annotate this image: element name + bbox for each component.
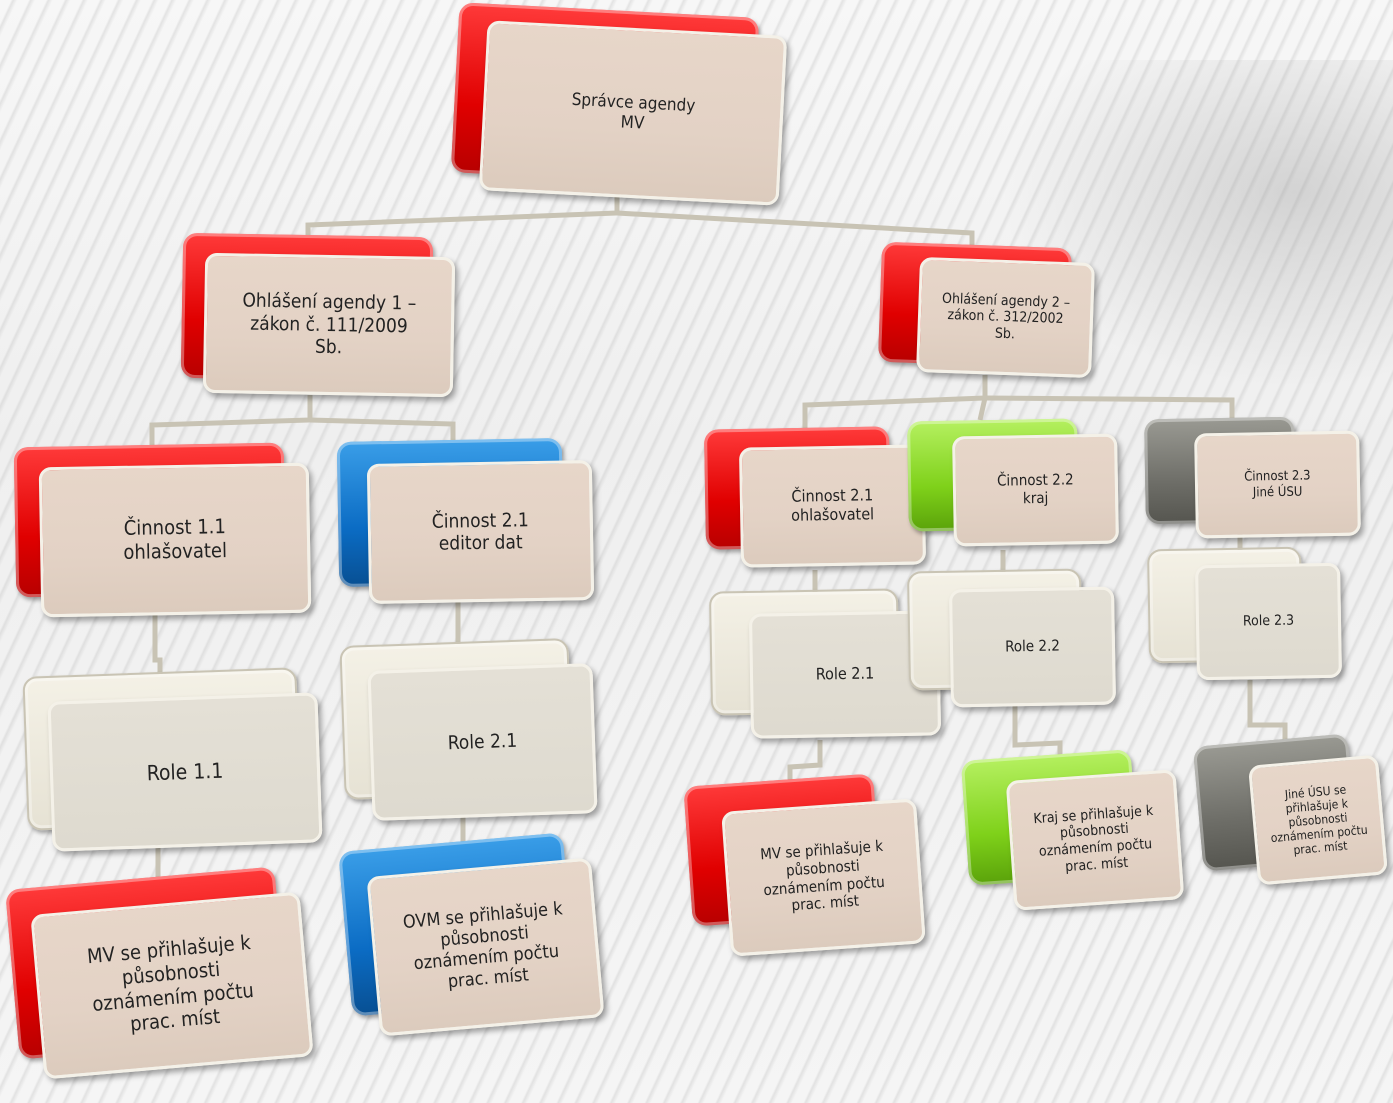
node-agenda-2-box: Ohlášení agendy 2 – zákon č. 312/2002 Sb…	[916, 256, 1095, 379]
node-agenda-2-label: Ohlášení agendy 2 – zákon č. 312/2002 Sb…	[941, 290, 1071, 343]
node-a1-activity-1-box: Činnost 1.1 ohlašovatel	[38, 462, 312, 618]
node-a1-leaf-2-label: OVM se přihlašuje k působnosti oznámením…	[402, 897, 564, 993]
node-a1-activity-2-box: Činnost 2.1 editor dat	[366, 460, 595, 604]
node-a2-role-1-label: Role 2.1	[815, 663, 875, 684]
node-root-label: Správce agendy MV	[571, 89, 696, 134]
node-a1-role-1-box: Role 1.1	[47, 692, 323, 852]
connector-a2	[802, 375, 988, 430]
node-a1-role-1-label: Role 1.1	[146, 758, 224, 785]
node-agenda-1-box: Ohlášení agendy 1 – zákon č. 111/2009 Sb…	[202, 252, 456, 398]
node-a2-activity-2-box: Činnost 2.2 kraj	[952, 433, 1119, 547]
node-a2-activity-3-box: Činnost 2.3 Jiné ÚSU	[1194, 430, 1361, 539]
node-a2-role-2-box: Role 2.2	[948, 586, 1117, 708]
node-a2-activity-1-label: Činnost 2.1 ohlašovatel	[791, 485, 875, 525]
connector-a1	[149, 395, 313, 450]
connector-a1-act1-role	[152, 615, 163, 680]
connector-a2-right	[984, 395, 1235, 420]
node-a2-leaf-2-box: Kraj se přihlašuje k působnosti oznámení…	[1005, 769, 1185, 911]
node-a2-activity-3-label: Činnost 2.3 Jiné ÚSU	[1244, 468, 1311, 500]
node-a1-role-2-box: Role 2.1	[367, 663, 598, 821]
node-agenda-1-label: Ohlášení agendy 1 – zákon č. 111/2009 Sb…	[242, 289, 417, 359]
node-a2-activity-1-box: Činnost 2.1 ohlašovatel	[738, 444, 927, 568]
node-a2-leaf-3-box: Jiné ÚSU se přihlašuje k působnosti ozná…	[1248, 754, 1388, 886]
node-a2-leaf-1-box: MV se přihlašuje k působnosti oznámením …	[721, 798, 926, 957]
node-a2-leaf-2-label: Kraj se přihlašuje k působnosti oznámení…	[1032, 802, 1154, 875]
node-a2-leaf-1-label: MV se přihlašuje k působnosti oznámením …	[759, 836, 886, 915]
connector-a2-mid	[977, 397, 988, 421]
node-a2-role-2-label: Role 2.2	[1004, 636, 1061, 656]
node-a1-leaf-1-box: MV se přihlašuje k působnosti oznámením …	[30, 891, 314, 1080]
node-a1-activity-1-label: Činnost 1.1 ohlašovatel	[123, 514, 228, 564]
node-a1-role-2-label: Role 2.1	[447, 729, 518, 755]
node-a2-role-3-label: Role 2.3	[1242, 612, 1295, 630]
node-a1-leaf-2-box: OVM se přihlašuje k působnosti oznámením…	[366, 857, 605, 1037]
connector-a1-right	[309, 417, 456, 445]
connector-a2-role3-leaf	[1247, 680, 1288, 745]
node-a2-activity-2-label: Činnost 2.2 kraj	[996, 470, 1074, 508]
node-root-box: Správce agendy MV	[478, 20, 788, 206]
node-a1-leaf-1-label: MV se přihlašuje k působnosti oznámením …	[86, 930, 255, 1036]
node-a1-activity-2-label: Činnost 2.1 editor dat	[431, 508, 530, 555]
node-a2-leaf-3-label: Jiné ÚSU se přihlašuje k působnosti ozná…	[1270, 782, 1369, 858]
node-a2-role-3-box: Role 2.3	[1195, 562, 1342, 681]
connector-root	[305, 185, 620, 240]
